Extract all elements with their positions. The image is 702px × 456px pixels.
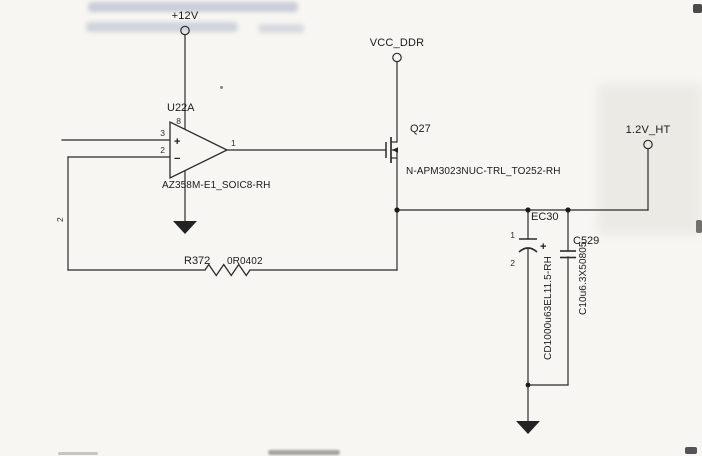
- opamp-part-number: AZ358M-E1_SOIC8-RH: [162, 180, 271, 191]
- ec30-polarity-mark: +: [540, 241, 546, 253]
- ground-symbol-bottom: [516, 421, 540, 434]
- opamp-pin8-number: 8: [176, 116, 181, 126]
- opamp-pin1-number: 1: [231, 138, 236, 148]
- net-label-1v2ht: 1.2V_HT: [626, 124, 671, 136]
- resistor-refdes: R372: [184, 255, 210, 267]
- junction-dot: [565, 207, 571, 213]
- junction-dot: [394, 207, 400, 213]
- ec30-part-number: CD1000u63EL11.5-RH: [543, 256, 554, 360]
- ec30-refdes: EC30: [531, 211, 559, 223]
- opamp-symbol: [169, 120, 229, 180]
- mosfet-q27: Q27 N-APM3023NUC-TRL_TO252-RH: [385, 123, 561, 177]
- ground-symbol-opamp: [173, 221, 197, 234]
- opamp-pin2-number: 2: [160, 145, 165, 155]
- c529-refdes: C529: [573, 235, 599, 247]
- opamp-refdes: U22A: [167, 102, 195, 114]
- resistor-value: 0R0402: [227, 256, 263, 267]
- net-label-12v: +12V: [172, 10, 199, 22]
- feedback-net-label: 2: [55, 217, 65, 222]
- opamp-pin3-number: 3: [160, 128, 165, 138]
- capacitor-c529: C529 C10u6.3X50805: [560, 235, 599, 315]
- power-terminal-vcc-ddr: [392, 52, 402, 63]
- net-1v2-ht: 1.2V_HT: [626, 124, 671, 150]
- opamp-minus-sign: −: [174, 153, 180, 165]
- junction-dots: [394, 207, 571, 388]
- mosfet-body-arrow: [392, 147, 398, 153]
- net-vcc-ddr: VCC_DDR: [370, 37, 425, 63]
- mosfet-part-number: N-APM3023NUC-TRL_TO252-RH: [406, 166, 561, 177]
- ec30-pin2-number: 2: [510, 258, 515, 268]
- ec30-pin1-number: 1: [510, 230, 515, 240]
- junction-dot: [525, 382, 531, 388]
- power-terminal-1v2ht: [643, 139, 653, 150]
- resistor-symbol: [204, 263, 251, 277]
- net-12v: +12V: [172, 10, 199, 36]
- ec30-plate-negative: [518, 247, 538, 253]
- opamp-u22a: + − 3 2 1 8 U22A AZ358M-E1_SOIC8-RH: [160, 102, 270, 234]
- power-terminal-12v: [180, 25, 190, 36]
- junction-dot: [525, 207, 531, 213]
- wires: [61, 34, 649, 422]
- capacitor-ec30: EC30 1 2 + CD1000u63EL11.5-RH: [510, 211, 558, 360]
- opamp-plus-sign: +: [174, 136, 180, 148]
- mosfet-refdes: Q27: [410, 123, 431, 135]
- resistor-r372: R372 0R0402: [184, 255, 263, 277]
- net-label-vcc-ddr: VCC_DDR: [370, 37, 425, 49]
- c529-part-number: C10u6.3X50805: [578, 241, 589, 315]
